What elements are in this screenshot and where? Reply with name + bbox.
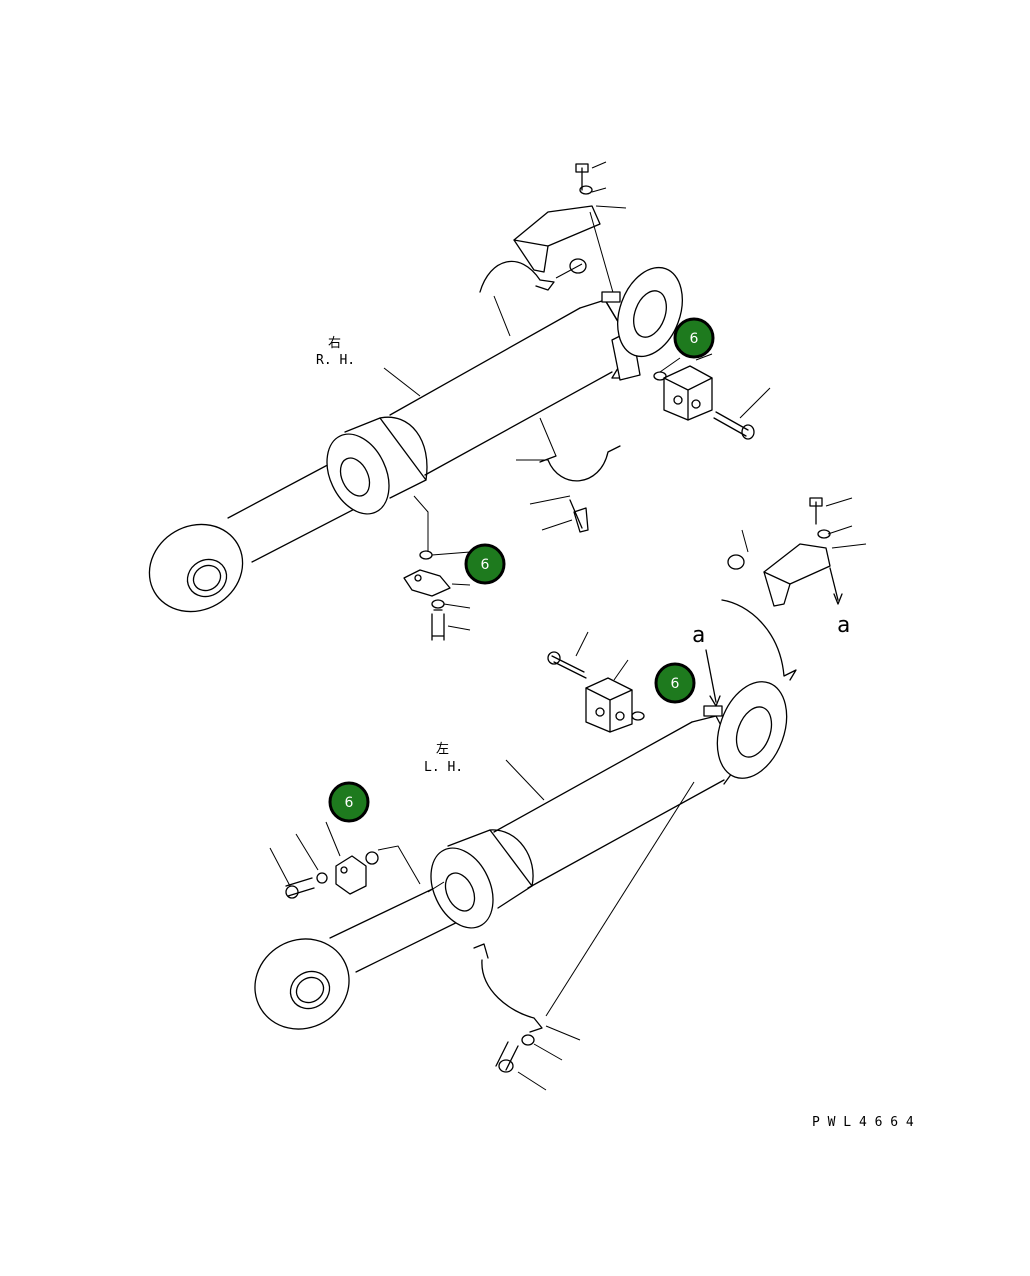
svg-text:6: 6 bbox=[671, 676, 680, 692]
rh-flange-parts bbox=[403, 495, 471, 641]
callout-lh-head[interactable]: 6 bbox=[654, 662, 696, 704]
lh-lower-clamp bbox=[473, 781, 695, 1091]
svg-text:6: 6 bbox=[481, 557, 490, 573]
callout-rh-head[interactable]: 6 bbox=[673, 317, 715, 359]
view-a-label-top: a bbox=[692, 623, 705, 648]
rh-lower-clamp bbox=[516, 417, 621, 533]
lh-label: L. H. bbox=[424, 760, 463, 775]
svg-text:6: 6 bbox=[690, 331, 699, 347]
callout-rh-flange[interactable]: 6 bbox=[464, 543, 506, 585]
lh-cylinder bbox=[254, 681, 788, 1030]
svg-text:6: 6 bbox=[345, 795, 354, 811]
lh-kanji-label: 左 bbox=[436, 742, 449, 757]
lh-leader bbox=[505, 759, 545, 801]
callout-lh-flange[interactable]: 6 bbox=[328, 781, 370, 823]
rh-head-block bbox=[653, 353, 771, 440]
rh-cylinder bbox=[148, 266, 683, 613]
rh-leader bbox=[383, 367, 421, 397]
lh-head-block bbox=[547, 631, 721, 733]
rh-label: R. H. bbox=[316, 353, 355, 368]
lh-upper-bracket bbox=[721, 497, 867, 681]
drawing-code: P W L 4 6 6 4 bbox=[812, 1115, 914, 1130]
view-a-label-side: a bbox=[837, 613, 850, 638]
rh-upper-bracket bbox=[479, 161, 627, 337]
rh-kanji-label: 右 bbox=[328, 336, 341, 351]
lh-flange-parts bbox=[269, 821, 445, 899]
